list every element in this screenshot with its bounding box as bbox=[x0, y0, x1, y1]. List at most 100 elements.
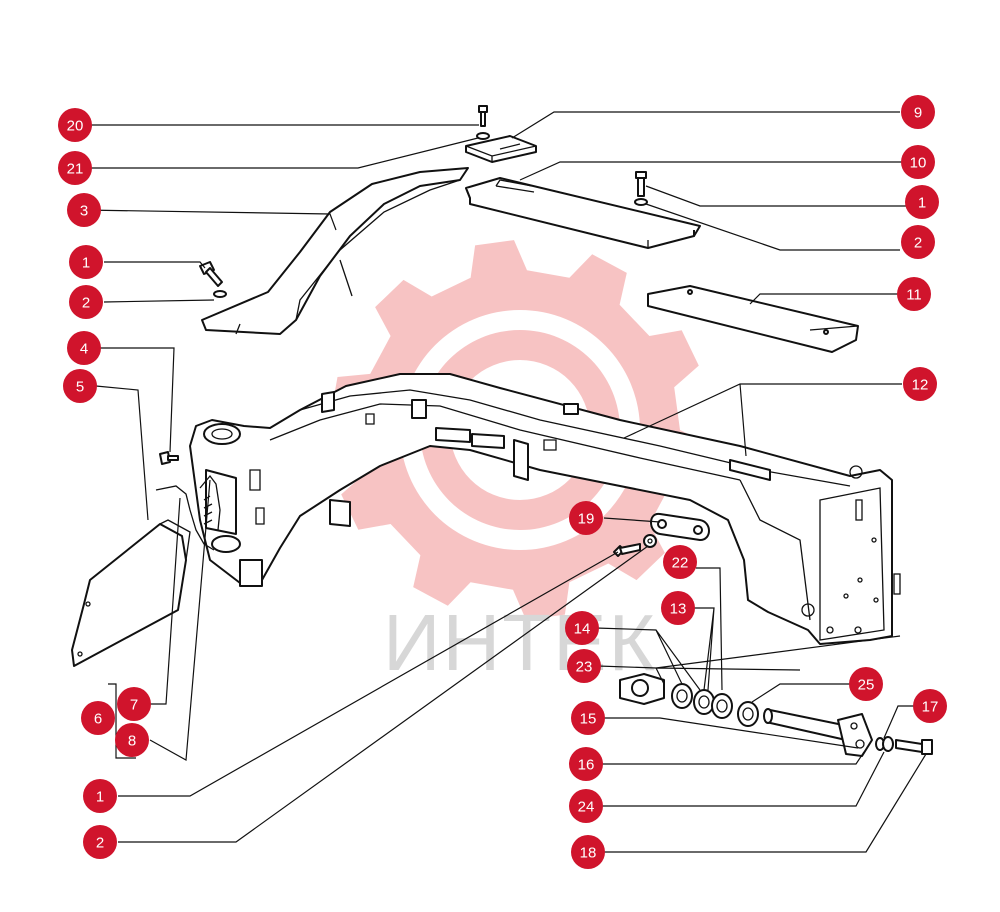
callout-circle bbox=[663, 545, 697, 579]
callout-circle bbox=[83, 825, 117, 859]
callout-number: 16 bbox=[578, 757, 595, 774]
callout-number: 7 bbox=[130, 697, 138, 714]
callout-circle bbox=[905, 185, 939, 219]
callout-number: 13 bbox=[670, 601, 687, 618]
callout-c13: 13 bbox=[661, 591, 695, 625]
callout-c16: 16 bbox=[569, 747, 603, 781]
callout-circle bbox=[567, 649, 601, 683]
leader-10 bbox=[519, 161, 902, 181]
callout-circle bbox=[117, 687, 151, 721]
leader-24 bbox=[602, 751, 885, 807]
seals-13-14-22-25 bbox=[671, 683, 759, 727]
leader-4 bbox=[100, 347, 175, 453]
callout-number: 22 bbox=[672, 555, 689, 572]
callout-number: 8 bbox=[128, 733, 136, 750]
callout-c4: 4 bbox=[67, 331, 101, 365]
callout-number: 25 bbox=[858, 677, 875, 694]
callout-c22: 22 bbox=[663, 545, 697, 579]
callout-number: 17 bbox=[922, 699, 939, 716]
callout-number: 6 bbox=[94, 711, 102, 728]
callout-number: 12 bbox=[912, 377, 929, 394]
callout-circle bbox=[571, 835, 605, 869]
callout-circle bbox=[565, 611, 599, 645]
callout-number: 2 bbox=[96, 835, 104, 852]
callout-number: 4 bbox=[80, 341, 88, 358]
callout-c24: 24 bbox=[569, 789, 603, 823]
callout-c20: 20 bbox=[58, 108, 92, 142]
bolt-1-left bbox=[199, 261, 227, 298]
leader-21 bbox=[90, 137, 479, 169]
watermark: ИНТЕК bbox=[330, 240, 710, 687]
bracket-10 bbox=[465, 177, 701, 249]
callout-circle bbox=[569, 747, 603, 781]
leader-13 bbox=[692, 607, 715, 691]
callout-number: 23 bbox=[576, 659, 593, 676]
callout-circle bbox=[81, 701, 115, 735]
bolt-1-right bbox=[634, 171, 648, 206]
leader-5 bbox=[95, 385, 149, 521]
leader-11 bbox=[749, 293, 898, 305]
callout-circle bbox=[58, 108, 92, 142]
watermark-text: ИНТЕК bbox=[383, 598, 657, 687]
callout-circle bbox=[661, 591, 695, 625]
callout-number: 18 bbox=[580, 845, 597, 862]
callout-number: 5 bbox=[76, 379, 84, 396]
callout-c18: 18 bbox=[571, 835, 605, 869]
leader-22 bbox=[696, 567, 723, 691]
callout-circle bbox=[67, 331, 101, 365]
callout-circle bbox=[569, 789, 603, 823]
callout-c1a: 1 bbox=[69, 245, 103, 279]
callout-circle bbox=[849, 667, 883, 701]
callout-circle bbox=[901, 95, 935, 129]
callout-circle bbox=[901, 225, 935, 259]
callout-c11: 11 bbox=[897, 277, 931, 311]
callout-c1c: 1 bbox=[83, 779, 117, 813]
callout-c12: 12 bbox=[903, 367, 937, 401]
callout-number: 10 bbox=[910, 155, 927, 172]
callout-circle bbox=[903, 367, 937, 401]
callout-c2c: 2 bbox=[83, 825, 117, 859]
callout-number: 1 bbox=[82, 255, 90, 272]
callout-c25: 25 bbox=[849, 667, 883, 701]
callout-circle bbox=[69, 285, 103, 319]
leader-25 bbox=[751, 683, 850, 703]
callouts: 2021312459101211121922131423251517162418… bbox=[58, 95, 947, 869]
cover-plate-5 bbox=[71, 519, 191, 667]
leader-6 bbox=[108, 683, 136, 759]
callout-circle bbox=[58, 151, 92, 185]
callout-circle bbox=[63, 369, 97, 403]
leader-19 bbox=[603, 517, 661, 523]
callout-circle bbox=[69, 245, 103, 279]
leader-8 bbox=[149, 479, 211, 761]
callout-number: 20 bbox=[67, 118, 84, 135]
callout-circle bbox=[569, 501, 603, 535]
callout-number: 14 bbox=[574, 621, 591, 638]
callout-circle bbox=[67, 193, 101, 227]
leader-1a bbox=[104, 261, 206, 269]
leader-9 bbox=[511, 111, 900, 139]
callout-number: 11 bbox=[906, 287, 922, 304]
callout-c7: 7 bbox=[117, 687, 151, 721]
bushing-23 bbox=[619, 673, 665, 705]
leader-2c bbox=[118, 545, 649, 843]
callout-number: 2 bbox=[82, 295, 90, 312]
leader-1b bbox=[645, 185, 906, 207]
leader-3 bbox=[83, 209, 337, 231]
leader-23 bbox=[597, 635, 901, 685]
callout-circle bbox=[901, 145, 935, 179]
callout-number: 24 bbox=[578, 799, 595, 816]
callout-c15: 15 bbox=[571, 701, 605, 735]
leader-15 bbox=[604, 717, 859, 749]
main-frame-12 bbox=[189, 373, 901, 645]
callout-c23: 23 bbox=[567, 649, 601, 683]
leader-1c bbox=[118, 551, 619, 797]
callout-number: 9 bbox=[914, 105, 922, 122]
callout-number: 2 bbox=[914, 235, 922, 252]
fender-3 bbox=[201, 167, 469, 335]
callout-circle bbox=[897, 277, 931, 311]
callout-c9: 9 bbox=[901, 95, 935, 129]
callout-c2b: 2 bbox=[901, 225, 935, 259]
callout-number: 19 bbox=[578, 511, 595, 528]
callout-c2a: 2 bbox=[69, 285, 103, 319]
